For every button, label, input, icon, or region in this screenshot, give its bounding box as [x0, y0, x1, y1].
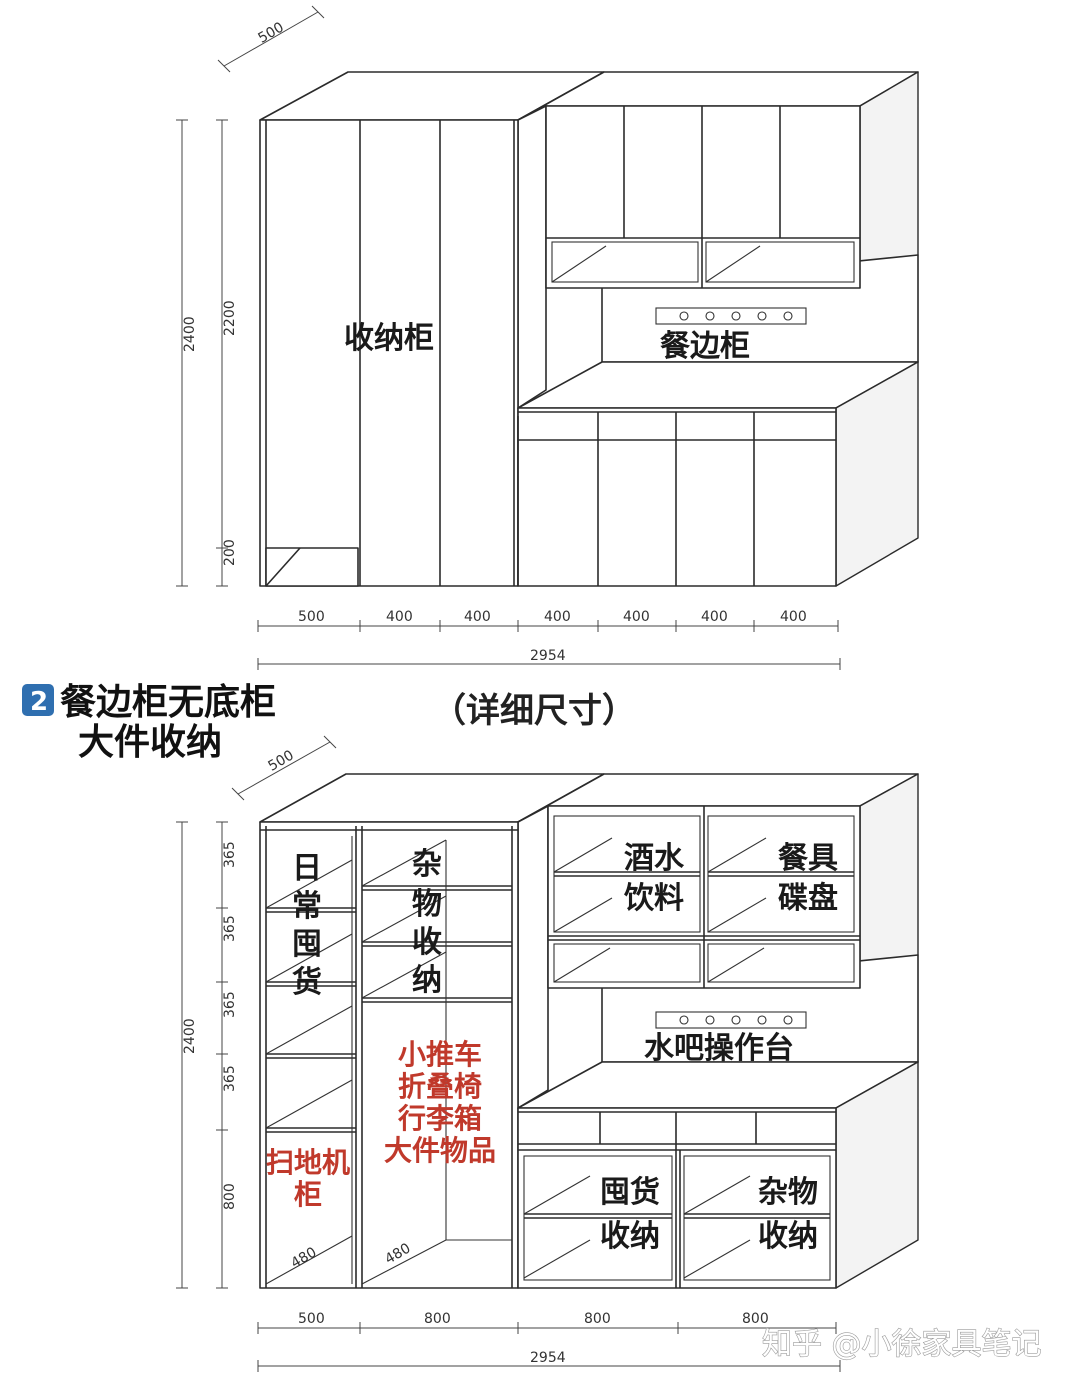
label-robot-1: 扫地机 [266, 1146, 350, 1179]
label-misc-3: 收 [412, 925, 442, 960]
section-detail: （详细尺寸） [432, 691, 636, 731]
label-drinks-2: 饮料 [623, 881, 684, 916]
hook-rail [655, 307, 807, 325]
label-misc-4: 纳 [412, 963, 442, 998]
bottom-width-3: 800 [584, 1311, 611, 1327]
watermark: 知乎 @小徐家具笔记 [762, 1327, 1042, 1362]
top-height-dimensions: 2400 2200 200 [176, 119, 238, 587]
label-stock-2: 收纳 [600, 1219, 660, 1254]
label-large-4: 大件物品 [384, 1134, 496, 1167]
top-width-3: 400 [464, 609, 491, 625]
top-width-4: 400 [544, 609, 571, 625]
top-width-dimensions: 500 400 400 400 400 400 400 2954 [257, 609, 841, 670]
base-cabinets [517, 407, 837, 587]
bottom-height-total: 2400 [182, 1018, 198, 1054]
bottom-width-4: 800 [742, 1311, 769, 1327]
label-sundry-1: 杂物 [758, 1175, 818, 1210]
bottom-base-cabinets [517, 1107, 837, 1289]
label-daily-4: 货 [292, 965, 322, 1000]
middle-column-shelves [361, 839, 512, 1285]
bottom-width-1: 500 [298, 1311, 325, 1327]
tall-cabinet-open-base [265, 547, 359, 587]
bottom-row-4: 365 [222, 1065, 238, 1092]
label-robot-2: 柜 [294, 1178, 322, 1211]
bottom-row-1: 365 [222, 841, 238, 868]
top-depth-value: 500 [256, 19, 287, 46]
top-width-7: 400 [780, 609, 807, 625]
top-total-width: 2954 [530, 648, 566, 664]
bottom-row-3: 365 [222, 991, 238, 1018]
label-drinks-1: 酒水 [624, 841, 685, 876]
top-height-base: 200 [222, 539, 238, 566]
label-stock-1: 囤货 [600, 1175, 660, 1210]
red-labels: 扫地机 柜 小推车 折叠椅 行李箱 大件物品 [266, 1038, 496, 1211]
top-depth-dimension: 500 [217, 5, 325, 73]
bottom-total-width: 2954 [530, 1350, 566, 1366]
bottom-height-dimensions: 2400 365 365 365 365 800 [176, 821, 238, 1289]
bottom-hook-rail [655, 1011, 807, 1029]
section-title-line2: 大件收纳 [78, 721, 222, 763]
label-misc-1: 杂 [412, 847, 442, 882]
top-width-1: 500 [298, 609, 325, 625]
tall-cabinet [259, 119, 519, 587]
bottom-row-2: 365 [222, 915, 238, 942]
bottom-figure: 500 [176, 735, 919, 1372]
section-badge-number: 2 [30, 687, 48, 717]
sideboard-left-wall [517, 105, 547, 409]
bottom-upper-side [859, 773, 919, 988]
label-daily-3: 囤 [292, 927, 322, 962]
label-daily-2: 常 [292, 889, 322, 924]
label-large-2: 折叠椅 [398, 1070, 482, 1103]
upper-side-panel [859, 71, 919, 288]
label-misc-2: 物 [412, 887, 442, 922]
bottom-width-2: 800 [424, 1311, 451, 1327]
section-header: 2 餐边柜无底柜 大件收纳 （详细尺寸） [22, 681, 636, 763]
section-title-line1: 餐边柜无底柜 [60, 681, 276, 723]
label-bar-counter: 水吧操作台 [644, 1031, 794, 1066]
top-width-5: 400 [623, 609, 650, 625]
bottom-depth-value: 500 [266, 747, 297, 774]
label-sundry-2: 收纳 [758, 1219, 818, 1254]
label-dishes-2: 碟盘 [778, 881, 838, 916]
bottom-open-unit [259, 821, 519, 1289]
bottom-row-5: 800 [222, 1183, 238, 1210]
top-width-6: 400 [701, 609, 728, 625]
label-large-1: 小推车 [398, 1038, 482, 1071]
label-large-3: 行李箱 [397, 1102, 482, 1135]
label-sideboard: 餐边柜 [660, 329, 750, 364]
top-width-2: 400 [386, 609, 413, 625]
left-column-shelves [265, 836, 356, 1285]
top-figure: 500 [176, 5, 919, 670]
label-daily-1: 日 [292, 851, 322, 886]
label-storage-cabinet: 收纳柜 [344, 321, 434, 356]
section-badge [22, 684, 54, 716]
bottom-width-dimensions: 500 800 800 800 2954 [257, 1311, 841, 1372]
upper-wall-cabinet [545, 105, 861, 289]
top-height-upper: 2200 [222, 300, 238, 336]
label-dishes-1: 餐具 [778, 841, 838, 876]
bottom-left-wall [517, 805, 549, 1109]
top-height-total: 2400 [182, 316, 198, 352]
